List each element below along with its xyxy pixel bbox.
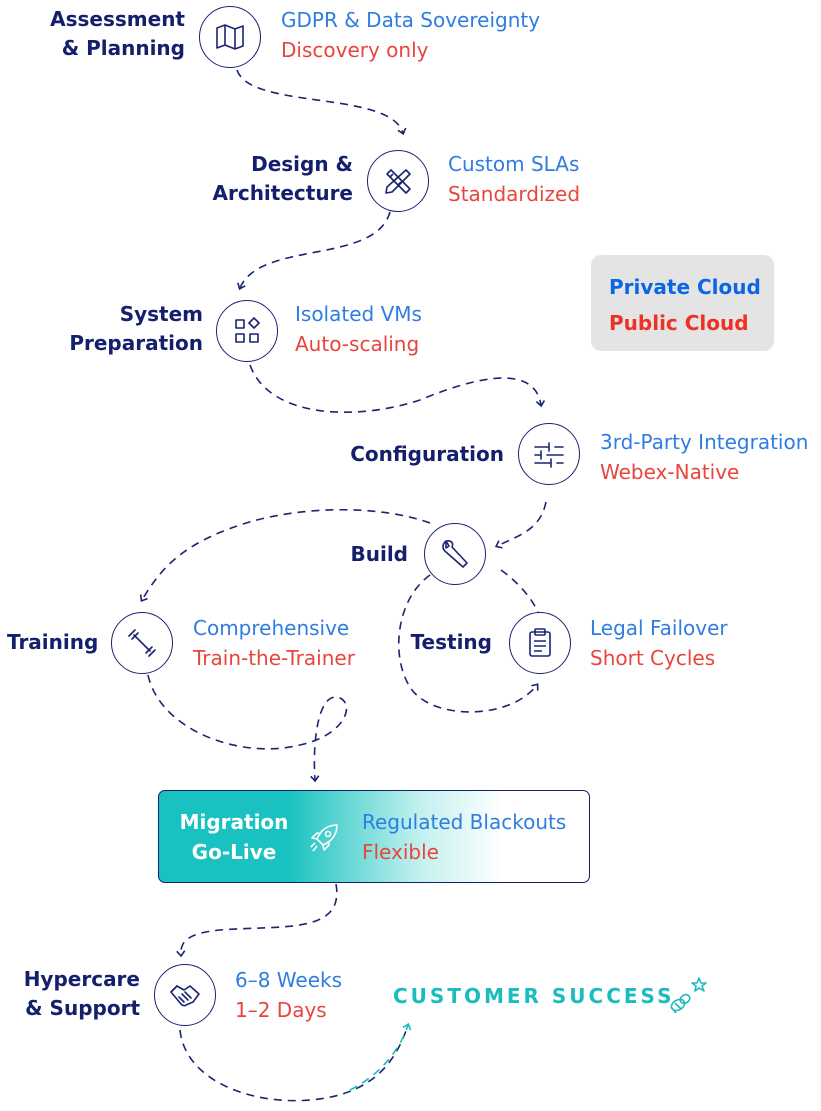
clipboard-icon: [509, 612, 571, 674]
stage-title-configuration: Configuration: [350, 442, 504, 466]
apps-grid-icon: [216, 300, 278, 362]
wrench-icon: [424, 523, 486, 585]
sliders-icon: [518, 423, 580, 485]
map-icon: [199, 6, 261, 68]
handshake-icon: [154, 964, 216, 1026]
connector-testing-loop: [397, 574, 539, 713]
dumbbell-icon: [111, 612, 173, 674]
connector-build-testing: [500, 569, 539, 613]
connector-config-build: [494, 501, 547, 549]
stage-title-assessment: Assessment& Planning: [50, 7, 185, 60]
legend-public-cloud: Public Cloud: [609, 311, 749, 335]
connector-sysprep-config: [249, 364, 546, 413]
confetti-icon: [670, 977, 707, 1014]
stage-title-testing: Testing: [410, 630, 492, 654]
connector-training-golive: [147, 674, 348, 783]
stage-title-training: Training: [7, 630, 99, 654]
connector-design-sysprep: [237, 211, 391, 291]
connector-assessment-design: [236, 69, 407, 136]
legend-private-cloud: Private Cloud: [609, 275, 761, 299]
connector-golive-hypercare: [176, 883, 338, 958]
stage-title-design: Design &Architecture: [212, 152, 354, 205]
stage-title-hypercare: Hypercare& Support: [23, 967, 140, 1020]
legend: Private Cloud Public Cloud: [591, 255, 774, 351]
connector-hypercare-success: [179, 1024, 409, 1102]
connector-build-training: [139, 508, 431, 602]
stage-title-build: Build: [350, 542, 408, 566]
customer-success-label: CUSTOMER SUCCESS: [393, 984, 675, 1008]
rocket-icon: [310, 824, 338, 852]
ruler-pencil-icon: [367, 150, 429, 212]
